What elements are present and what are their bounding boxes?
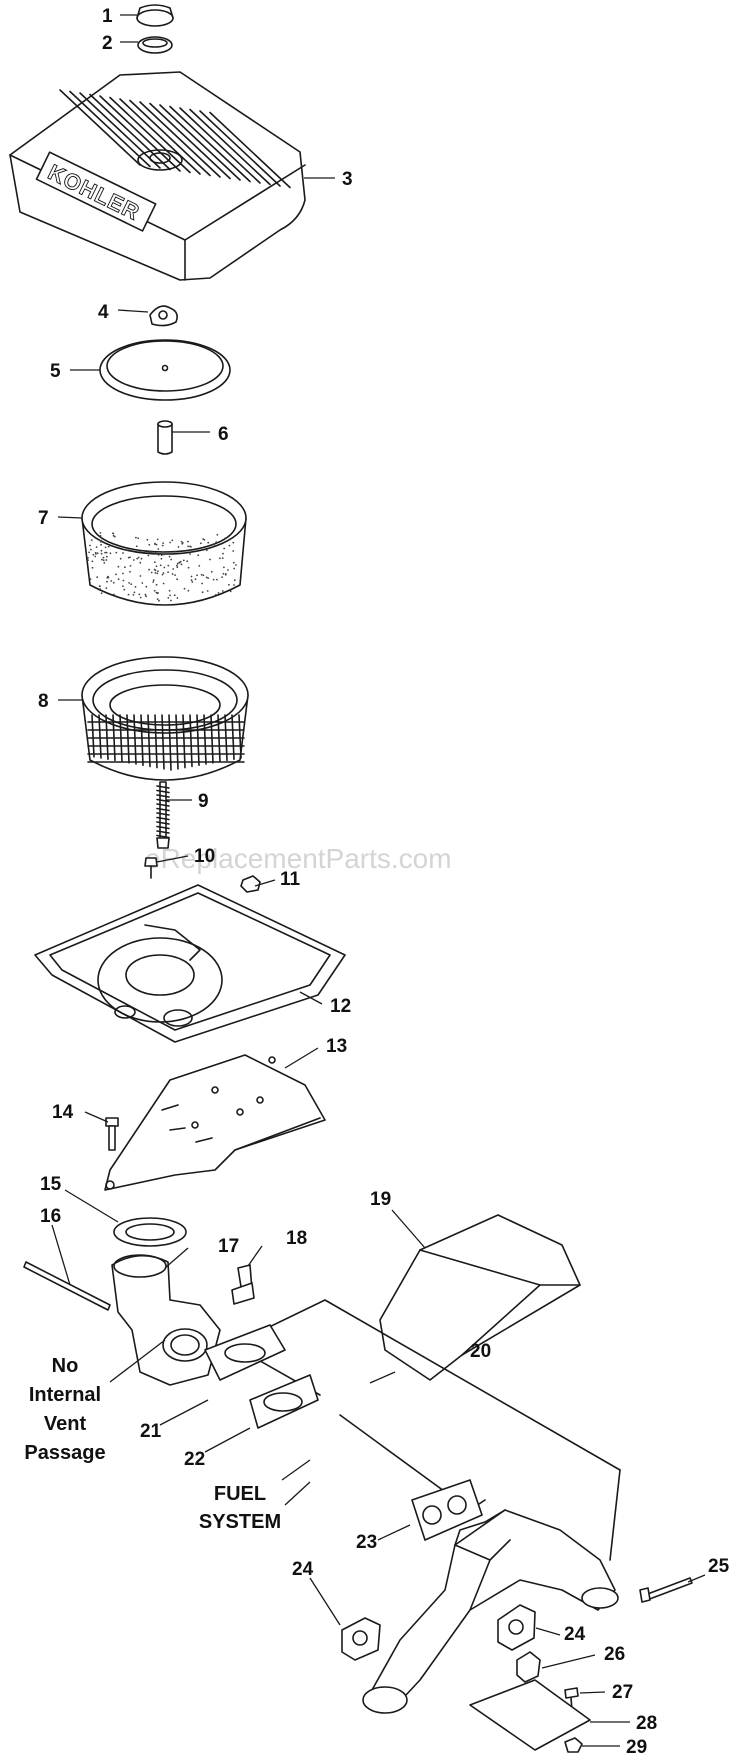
callout-24-left: 24 [292, 1559, 314, 1580]
callout-19: 19 [370, 1189, 391, 1210]
part-24-gasket-left[interactable] [341, 1617, 381, 1661]
callout-8: 8 [38, 691, 49, 712]
callout-numbers: 1 2 3 4 5 6 7 8 9 10 11 12 13 14 15 16 1… [38, 6, 730, 1758]
callout-24-right: 24 [564, 1624, 586, 1645]
callout-5: 5 [50, 361, 61, 382]
part-21-gasket[interactable] [204, 1324, 286, 1381]
callout-7: 7 [38, 508, 49, 529]
part-12-air-cleaner-base[interactable] [34, 884, 346, 1043]
part-3-air-cleaner-cover[interactable]: KOHLER [9, 71, 306, 281]
cover-ribs [59, 89, 291, 189]
callout-12: 12 [330, 996, 351, 1017]
note-no-internal-vent-passage: No Internal Vent Passage [24, 1355, 105, 1464]
part-1-knob[interactable] [136, 4, 174, 27]
callout-17: 17 [218, 1236, 239, 1257]
stud-thread [156, 785, 170, 839]
callout-26: 26 [604, 1644, 625, 1665]
filter-mesh [87, 714, 245, 771]
part-18-fitting[interactable] [231, 1264, 255, 1305]
part-24-gasket-right[interactable] [497, 1604, 536, 1651]
part-19-cover[interactable] [379, 1214, 581, 1381]
part-11-nut[interactable] [240, 875, 261, 893]
svg-text:FUEL: FUEL [214, 1483, 266, 1505]
callout-25: 25 [708, 1556, 730, 1577]
brand-plate [35, 151, 157, 232]
callout-15: 15 [40, 1174, 62, 1195]
callout-10: 10 [194, 846, 215, 867]
callout-13: 13 [326, 1036, 347, 1057]
part-25-bolt[interactable] [639, 1577, 693, 1603]
callout-4: 4 [98, 302, 109, 323]
callout-27: 27 [612, 1682, 633, 1703]
callout-28: 28 [636, 1713, 657, 1734]
part-6-spacer[interactable] [157, 420, 173, 455]
part-5-cover-plate[interactable] [99, 339, 231, 401]
callout-29: 29 [626, 1737, 647, 1758]
callout-1: 1 [102, 6, 113, 27]
callout-16: 16 [40, 1206, 61, 1227]
svg-text:No: No [52, 1355, 79, 1377]
part-23-gasket[interactable] [411, 1479, 483, 1541]
callout-18: 18 [286, 1228, 307, 1249]
precleaner-texture [87, 532, 237, 602]
svg-text:Passage: Passage [24, 1442, 105, 1464]
part-2-seal[interactable] [137, 36, 173, 54]
part-29-nut[interactable] [564, 1737, 583, 1753]
callout-14: 14 [52, 1102, 74, 1123]
leader-lines [51, 14, 706, 1747]
part-15-gasket[interactable] [113, 1217, 187, 1247]
callout-2: 2 [102, 33, 113, 54]
part-9-stud[interactable] [156, 781, 170, 849]
part-4-wing-nut[interactable] [149, 305, 178, 327]
svg-text:Internal: Internal [29, 1384, 101, 1406]
svg-text:SYSTEM: SYSTEM [199, 1511, 281, 1533]
callout-20: 20 [470, 1341, 491, 1362]
part-26-clamp[interactable] [516, 1651, 541, 1683]
watermark: eReplacementParts.com [145, 843, 452, 874]
part-20-intake-manifold[interactable] [362, 1509, 619, 1714]
part-7-precleaner[interactable] [81, 481, 247, 606]
part-28-heat-shield[interactable] [469, 1679, 591, 1751]
svg-text:Vent: Vent [44, 1413, 87, 1435]
part-17-elbow[interactable] [111, 1254, 221, 1386]
callout-6: 6 [218, 424, 229, 445]
part-13-bracket[interactable] [104, 1054, 326, 1191]
part-8-air-filter-element[interactable] [81, 656, 249, 781]
callout-22: 22 [184, 1449, 205, 1470]
callout-23: 23 [356, 1532, 377, 1553]
callout-11: 11 [280, 869, 301, 890]
callout-3: 3 [342, 169, 353, 190]
note-fuel-system: FUEL SYSTEM [199, 1481, 311, 1533]
part-22-gasket[interactable] [249, 1374, 319, 1429]
callout-21: 21 [140, 1421, 162, 1442]
part-10-screw[interactable] [144, 857, 158, 879]
part-16-rod[interactable] [23, 1261, 111, 1311]
callout-9: 9 [198, 791, 209, 812]
part-14-bolt[interactable] [105, 1117, 119, 1151]
